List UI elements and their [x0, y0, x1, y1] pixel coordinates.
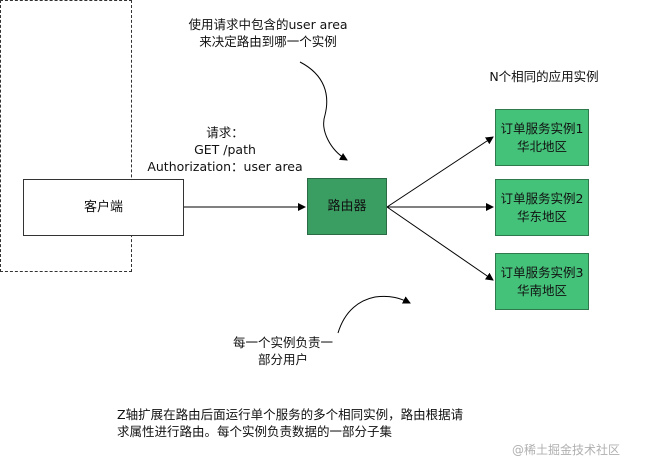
- top-note-line1: 使用请求中包含的user area: [188, 17, 348, 32]
- router-node: 路由器: [307, 178, 387, 235]
- top-note-line2: 来决定路由到哪一个实例: [199, 34, 337, 49]
- service-instance-1: 订单服务实例1 华北地区: [495, 109, 589, 166]
- router-label: 路由器: [327, 198, 367, 214]
- watermark: @稀土掘金技术社区: [512, 443, 621, 457]
- bottom-note: 每一个实例负责一 部分用户: [218, 334, 348, 368]
- service-instance-3: 订单服务实例3 华南地区: [495, 253, 589, 310]
- service-3-region: 华南地区: [516, 282, 567, 298]
- request-label: 请求： GET /path Authorization：user area: [140, 124, 310, 175]
- router-to-service3-arrow: [386, 206, 494, 281]
- client-node: 客户端: [23, 179, 184, 236]
- top-note-curve-arrow: [299, 61, 348, 161]
- instance-group-title: N个相同的应用实例: [489, 69, 599, 84]
- service-instance-2: 订单服务实例2 华东地区: [495, 179, 589, 236]
- bottom-note-line2: 部分用户: [257, 352, 308, 367]
- service-2-name: 订单服务实例2: [500, 190, 584, 206]
- caption-line1: Z轴扩展在路由后面运行单个服务的多个相同实例，路由根据请: [117, 407, 464, 422]
- service-1-region: 华北地区: [516, 138, 567, 154]
- diagram-caption: Z轴扩展在路由后面运行单个服务的多个相同实例，路由根据请 求属性进行路由。每个实…: [117, 406, 463, 440]
- bottom-note-line1: 每一个实例负责一: [232, 335, 333, 350]
- instance-group: [0, 0, 132, 272]
- router-to-service1-arrow: [386, 136, 494, 208]
- service-1-name: 订单服务实例1: [500, 120, 584, 136]
- top-note: 使用请求中包含的user area 来决定路由到哪一个实例: [168, 16, 368, 50]
- bottom-note-curve-arrow: [337, 295, 411, 334]
- service-2-region: 华东地区: [516, 208, 567, 224]
- request-label-line1: 请求：: [206, 125, 244, 140]
- client-label: 客户端: [83, 199, 123, 215]
- service-3-name: 订单服务实例3: [500, 264, 584, 280]
- request-label-line2: GET /path: [194, 142, 256, 157]
- caption-line2: 求属性进行路由。每个实例负责数据的一部分子集: [117, 424, 393, 439]
- request-label-line3: Authorization：user area: [147, 159, 303, 174]
